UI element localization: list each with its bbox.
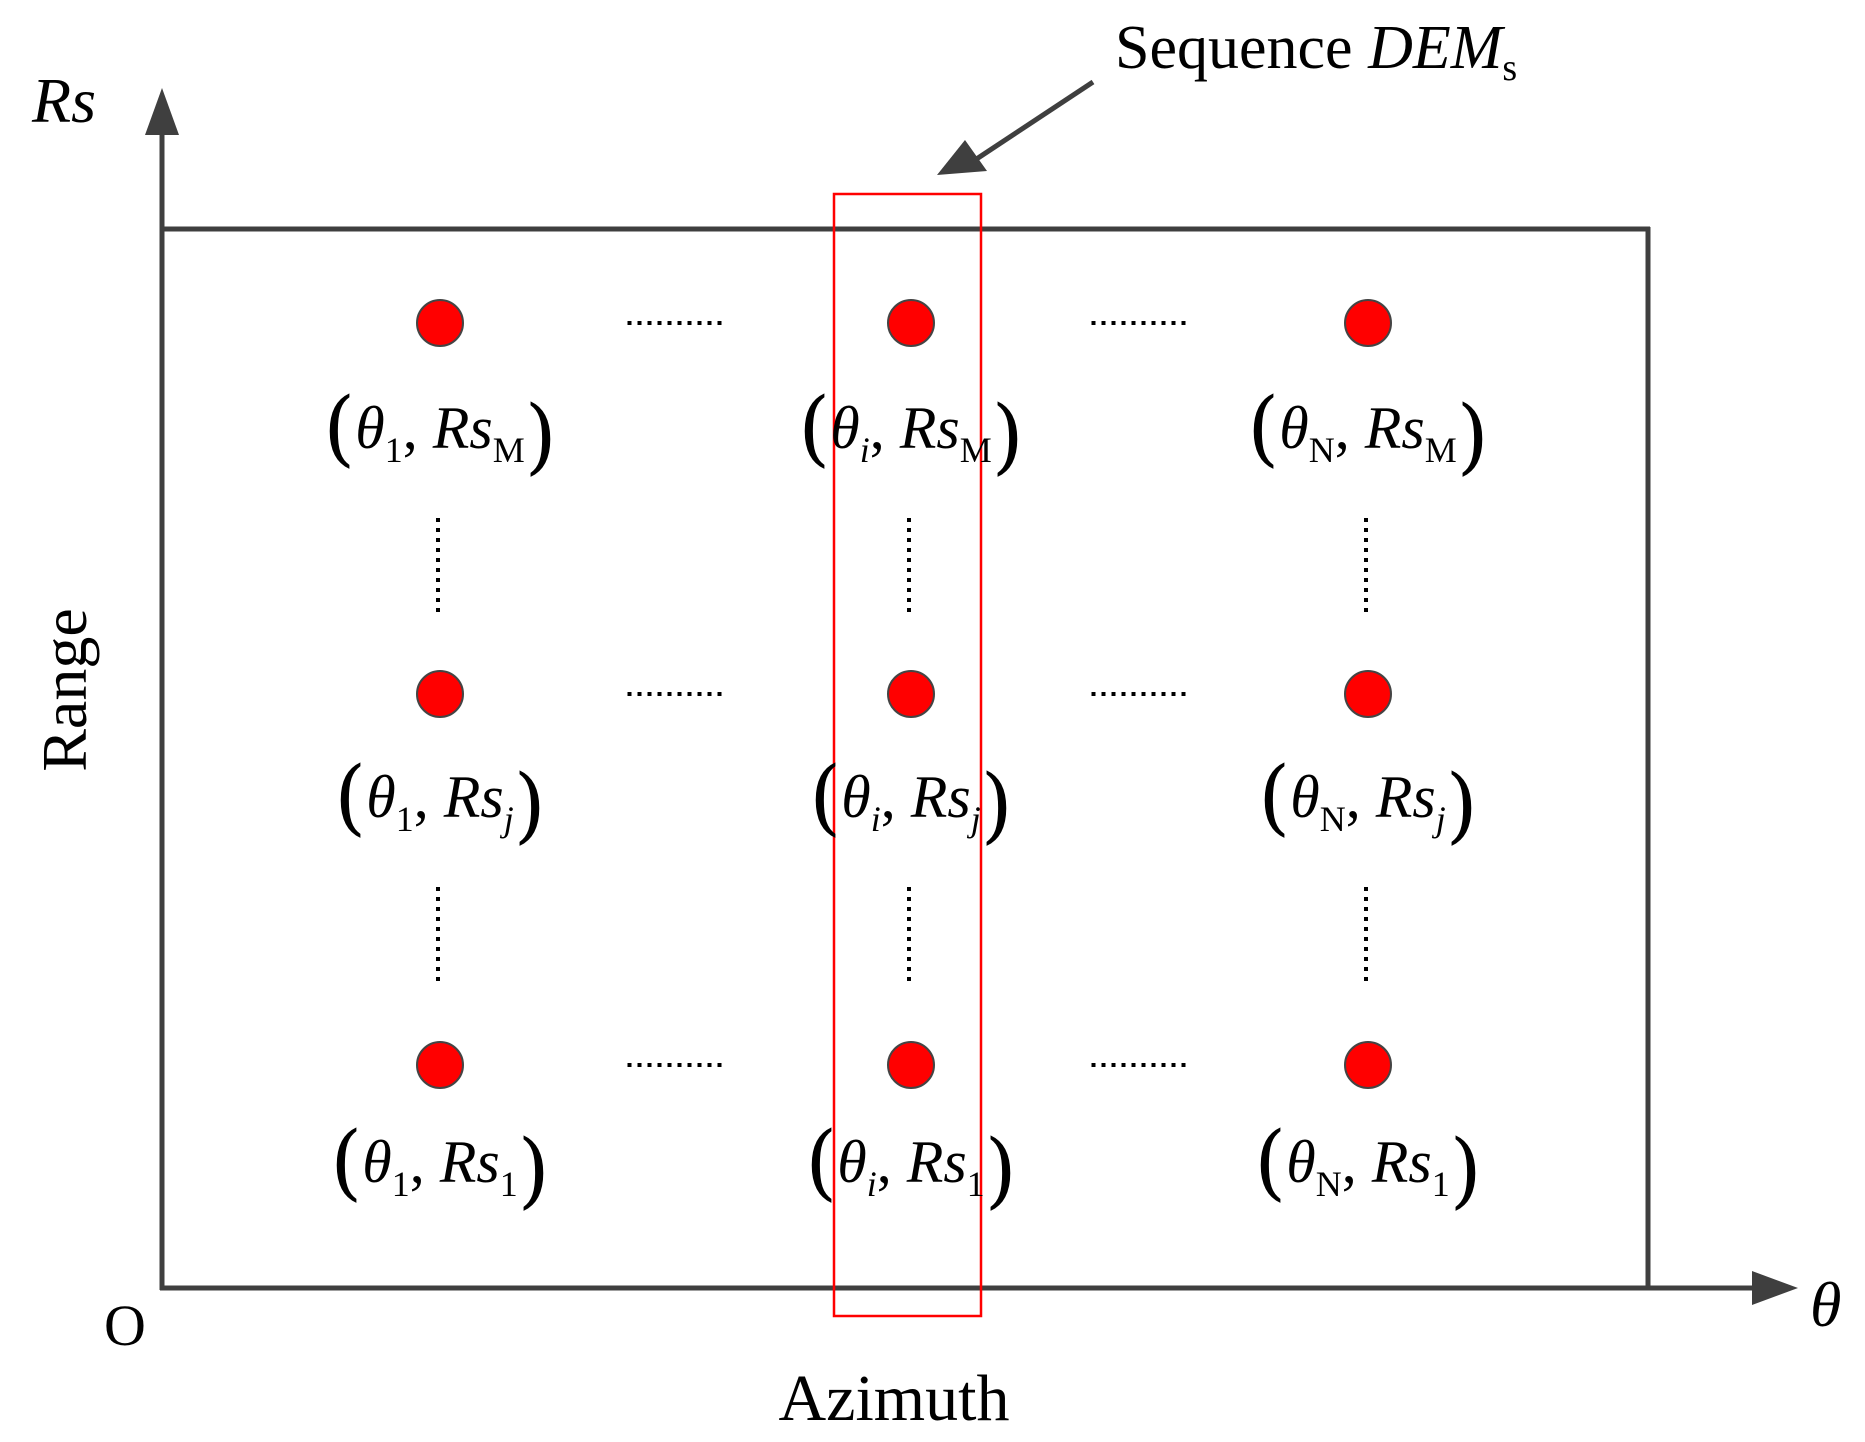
grid-point xyxy=(887,299,935,347)
origin-label: O xyxy=(104,1293,146,1358)
y-axis-title: Range xyxy=(29,608,100,772)
callout-label: Sequence DEMs xyxy=(1115,14,1517,89)
callout-arrowhead xyxy=(937,140,987,175)
grid-point xyxy=(1344,299,1392,347)
x-axis-arrowhead xyxy=(1752,1271,1798,1305)
y-axis-arrowhead xyxy=(145,88,179,135)
point-coordinate-label: (θN, Rs1) xyxy=(1254,1115,1481,1218)
point-coordinate-label: (θN, Rsj) xyxy=(1258,750,1478,853)
grid-points-layer: (θ1, RsM) (θi, RsM) (θN, RsM) (θ1, Rsj) (θi,… xyxy=(323,299,1489,1218)
point-coordinate-label: (θi, Rs1) xyxy=(805,1115,1017,1218)
grid-point xyxy=(416,670,464,718)
grid-point xyxy=(1344,670,1392,718)
point-coordinate-label: (θi, RsM) xyxy=(798,381,1024,484)
callout-arrow xyxy=(973,79,1095,163)
grid-point xyxy=(887,670,935,718)
sequence-highlight-box xyxy=(832,192,983,1318)
grid-point xyxy=(416,299,464,347)
x-axis-title: Azimuth xyxy=(779,1362,1010,1435)
grid-point xyxy=(416,1041,464,1089)
x-axis-symbol: θ xyxy=(1810,1269,1841,1340)
grid-point xyxy=(887,1041,935,1089)
y-axis-label: Rs xyxy=(31,65,96,136)
point-coordinate-label: (θi, Rsj) xyxy=(809,750,1013,853)
point-coordinate-label: (θ1, Rs1) xyxy=(330,1115,549,1218)
point-coordinate-label: (θ1, RsM) xyxy=(323,381,557,484)
point-coordinate-label: (θ1, Rsj) xyxy=(334,750,546,853)
grid-point xyxy=(1344,1041,1392,1089)
point-coordinate-label: (θN, RsM) xyxy=(1247,381,1489,484)
